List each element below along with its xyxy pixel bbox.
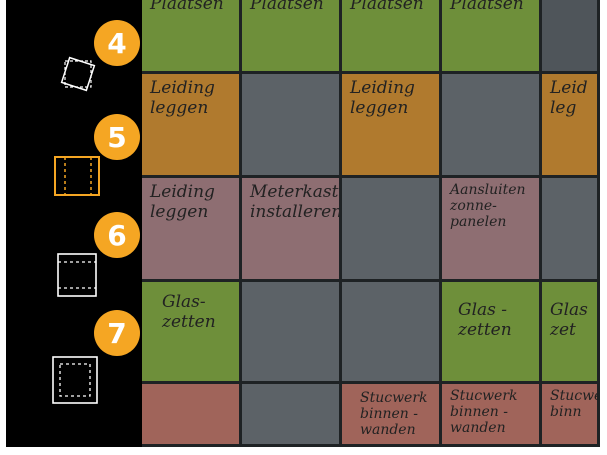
sticky-note: Plaatsen bbox=[150, 0, 224, 14]
inset-dashed-square-icon bbox=[52, 356, 98, 404]
board-cell: Stucwerk binnen - wanden bbox=[342, 384, 442, 447]
board-cell: Plaatsen bbox=[142, 0, 242, 74]
vertical-dashed-split-icon bbox=[54, 156, 100, 196]
board-cell: Plaatsen bbox=[442, 0, 542, 74]
step-6[interactable]: 6 bbox=[6, 212, 142, 330]
step-badge-7: 7 bbox=[94, 310, 140, 356]
board-cell: Stucwerk binnen - wanden bbox=[442, 384, 542, 447]
horizontal-dashed-split-icon bbox=[57, 253, 97, 297]
sticky-note: Leiding leggen bbox=[150, 182, 215, 222]
sticky-note: Glas-zetten bbox=[162, 292, 216, 332]
board-cell: Aansluiten zonne-panelen bbox=[442, 178, 542, 282]
board-cell bbox=[242, 282, 342, 384]
board-cell bbox=[542, 178, 600, 282]
screen-frame: 4 5 6 7 bbox=[6, 0, 600, 447]
board-cell: Stucwerk binn bbox=[542, 384, 600, 447]
board-cell bbox=[442, 74, 542, 178]
sticky-note: Stucwerk binnen - wanden bbox=[450, 388, 518, 436]
board-cell bbox=[342, 178, 442, 282]
board-cell bbox=[242, 74, 342, 178]
step-badge-6: 6 bbox=[94, 212, 140, 258]
sticky-note: Glas - zetten bbox=[458, 300, 512, 340]
board-cell bbox=[242, 384, 342, 447]
step-badge-5: 5 bbox=[94, 114, 140, 160]
board-cell: Meterkast installeren bbox=[242, 178, 342, 282]
board-cell: Leiding leggen bbox=[142, 178, 242, 282]
board-cell: Leiding leggen bbox=[342, 74, 442, 178]
step-7[interactable]: 7 bbox=[6, 310, 142, 440]
board-cell bbox=[542, 0, 600, 74]
sticky-note: Stucwerk binnen - wanden bbox=[360, 390, 428, 438]
board-cell: Glas - zetten bbox=[442, 282, 542, 384]
sticky-note: Plaatsen bbox=[450, 0, 524, 14]
step-sidebar: 4 5 6 7 bbox=[6, 0, 142, 447]
board-cell bbox=[342, 282, 442, 384]
board-cell: Glas zet bbox=[542, 282, 600, 384]
sticky-note: Leiding leggen bbox=[150, 78, 215, 118]
sticky-note: Leiding leggen bbox=[350, 78, 415, 118]
sticky-note: Aansluiten zonne-panelen bbox=[450, 182, 526, 230]
board-cell bbox=[142, 384, 242, 447]
sticky-note: Plaatsen bbox=[250, 0, 324, 14]
sticky-note: Plaatsen bbox=[350, 0, 424, 14]
planning-board-image: Plaatsen Plaatsen Plaatsen Plaatsen Leid… bbox=[142, 0, 600, 447]
sticky-note: Meterkast installeren bbox=[250, 182, 339, 222]
step-badge-4: 4 bbox=[94, 20, 140, 66]
board-cell: Plaatsen bbox=[342, 0, 442, 74]
board-cell: Glas-zetten bbox=[142, 282, 242, 384]
rotated-square-icon bbox=[60, 56, 96, 92]
board-cell: Plaatsen bbox=[242, 0, 342, 74]
sticky-note: Glas zet bbox=[550, 300, 588, 340]
sticky-note: Stucwerk binn bbox=[550, 388, 597, 420]
step-5[interactable]: 5 bbox=[6, 110, 142, 220]
board-cell: Leiding leggen bbox=[142, 74, 242, 178]
step-4[interactable]: 4 bbox=[6, 0, 142, 110]
board-cell: Leid leg bbox=[542, 74, 600, 178]
sticky-note: Leid leg bbox=[550, 78, 588, 118]
